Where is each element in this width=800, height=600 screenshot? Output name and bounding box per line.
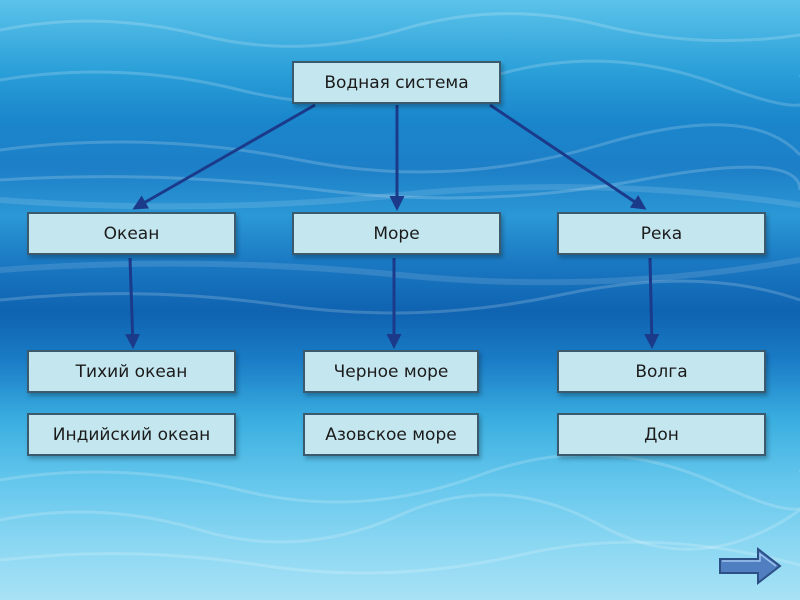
arrow-root-to-ocean <box>132 103 316 210</box>
category-node-river: Река <box>557 212 766 255</box>
arrow-right-icon <box>719 546 782 586</box>
arrow-river-to-volga <box>644 257 660 349</box>
example-node-pacific-ocean: Тихий океан <box>27 350 236 393</box>
example-node-black-sea: Черное море <box>303 350 479 393</box>
root-node: Водная система <box>292 61 501 104</box>
category-node-ocean: Океан <box>27 212 236 255</box>
next-slide-button[interactable] <box>718 546 782 586</box>
example-node-indian-ocean: Индийский океан <box>27 413 236 456</box>
arrow-root-to-river <box>489 103 647 210</box>
arrow-ocean-to-pacific <box>125 257 141 349</box>
example-node-volga: Волга <box>557 350 766 393</box>
example-node-azov-sea: Азовское море <box>303 413 479 456</box>
category-node-sea: Море <box>292 212 501 255</box>
example-node-don: Дон <box>557 413 766 456</box>
